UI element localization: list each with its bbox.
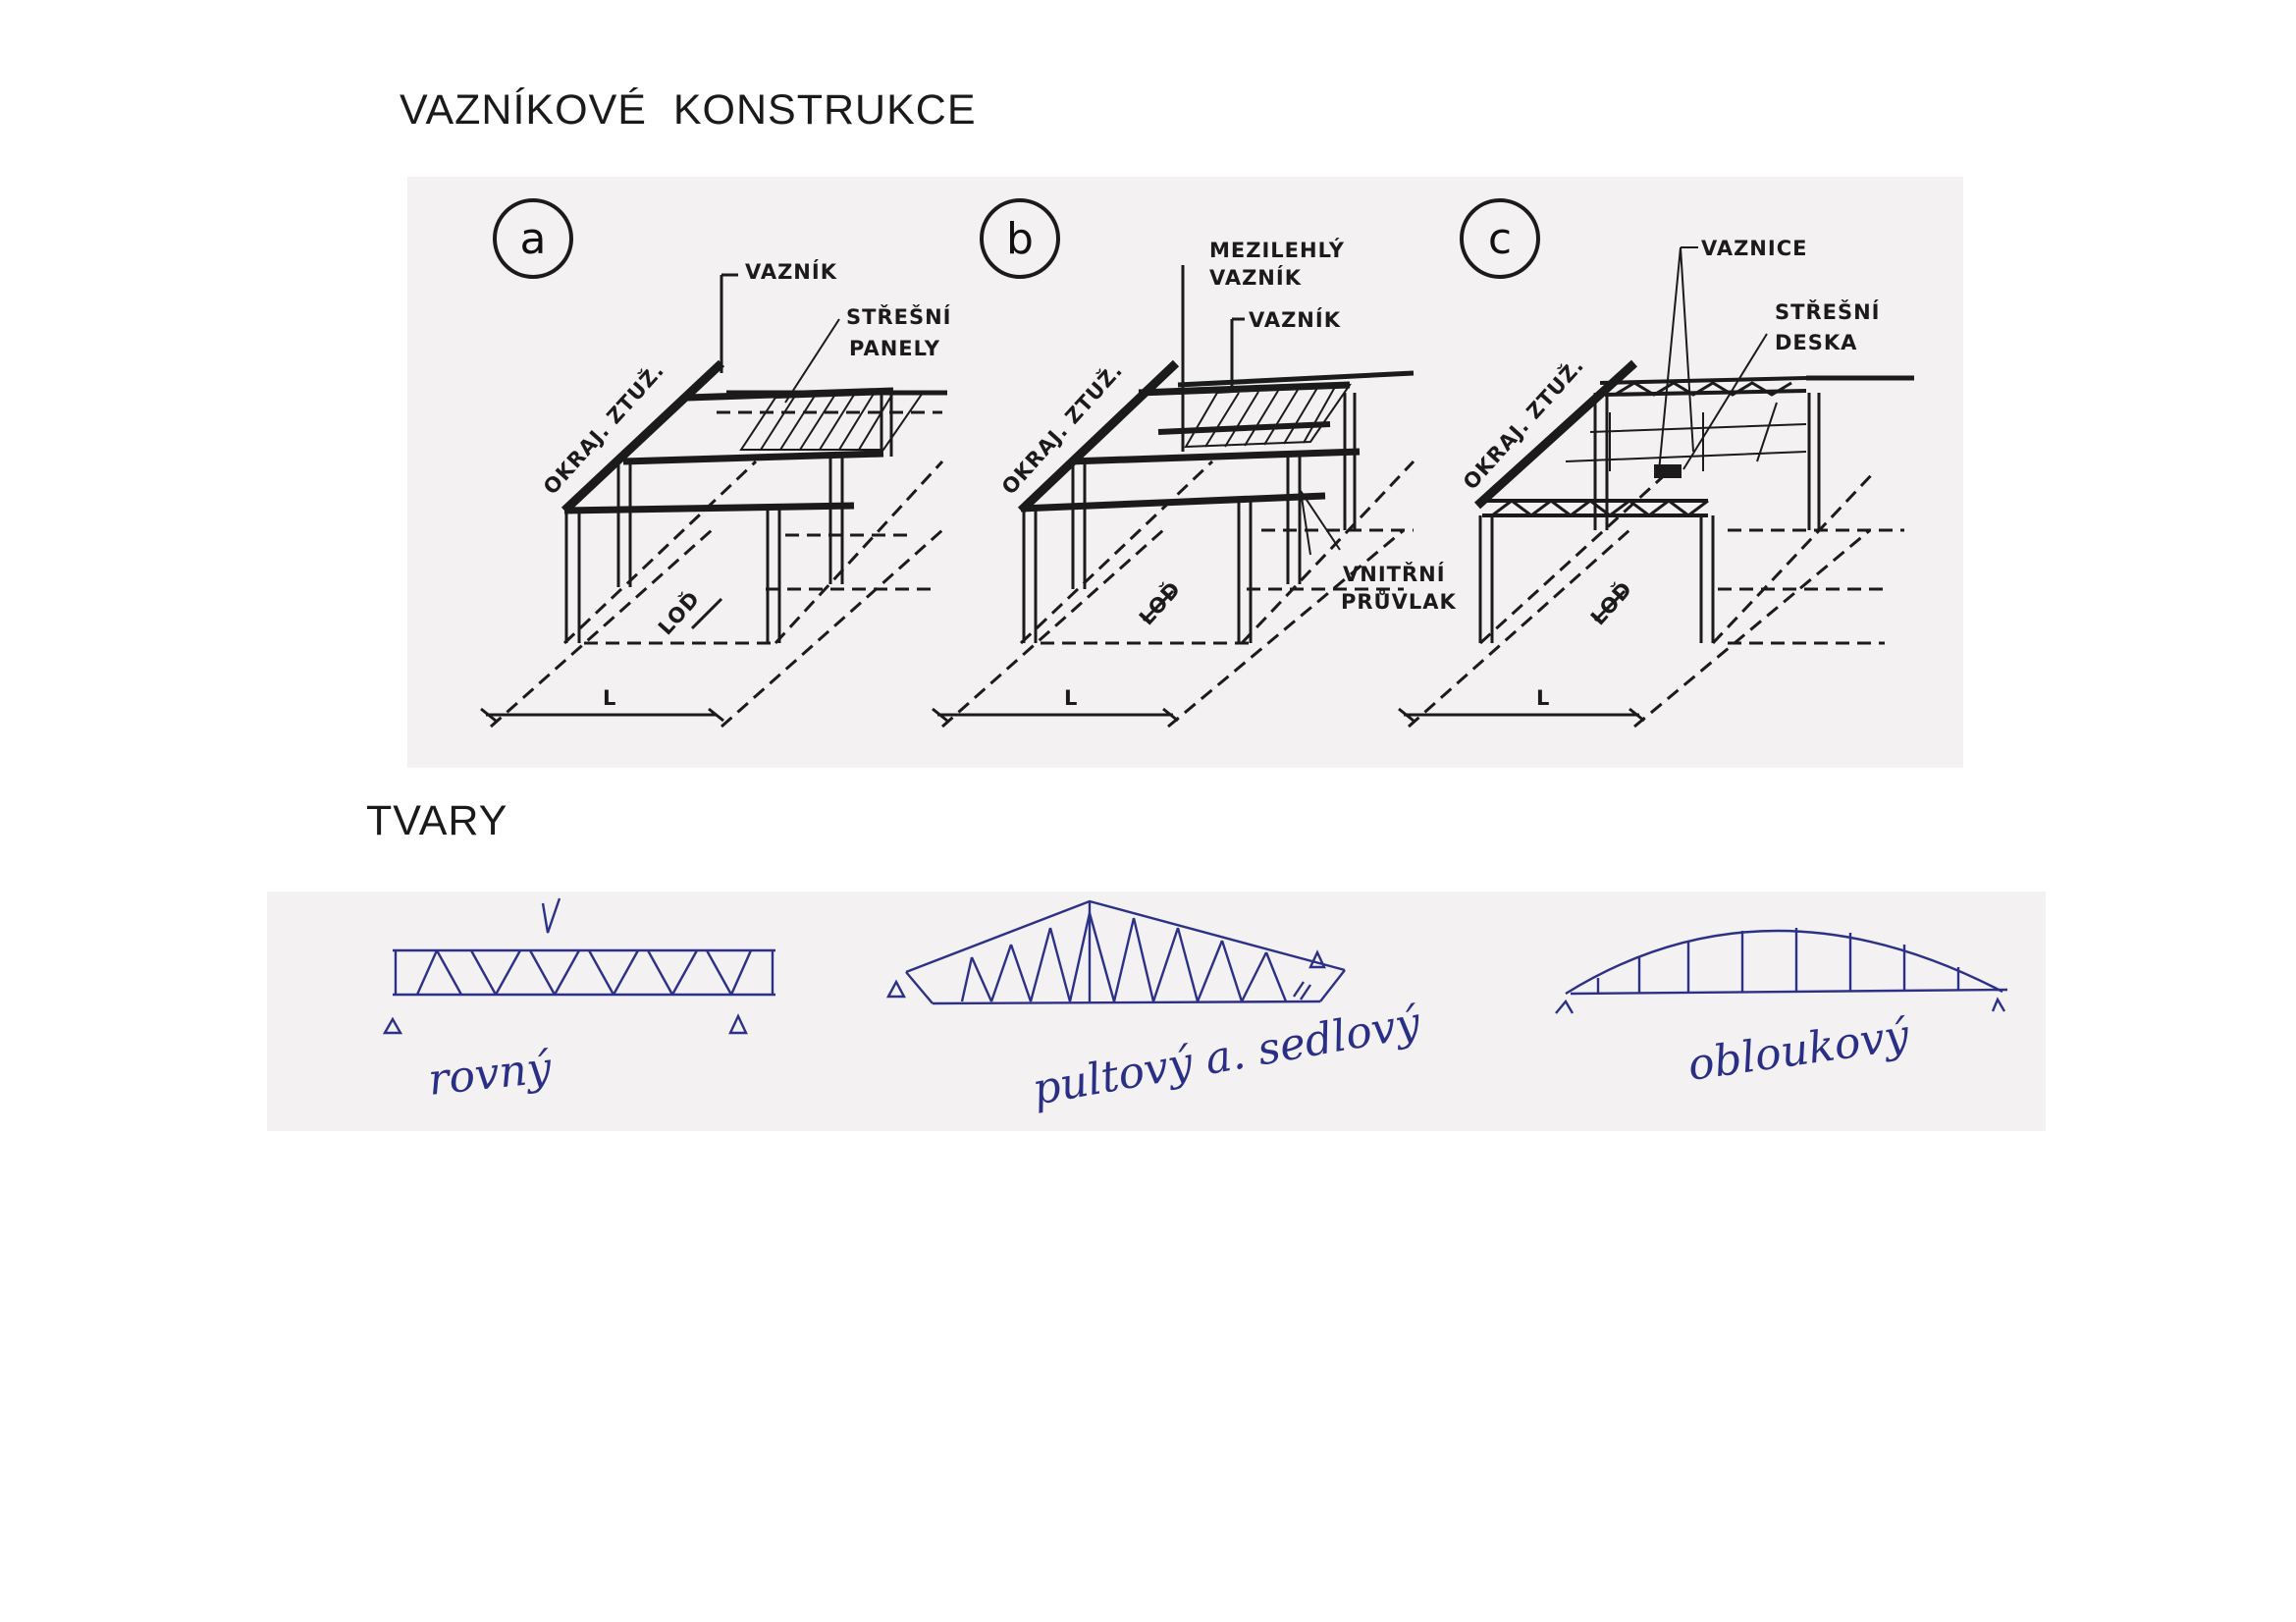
sketch-flat-truss: rovný (382, 897, 775, 1106)
label-vaznik-b1: VAZNÍK (1209, 265, 1302, 290)
structure-a (480, 273, 947, 729)
structure-b (932, 265, 1415, 729)
label-mezilehly-b: MEZILEHLÝ (1209, 238, 1345, 262)
marker-circle-a (493, 198, 573, 279)
label-panely-a: PANELY (849, 337, 940, 360)
label-pruvlak-b: PRŮVLAK (1341, 589, 1457, 614)
label-span-c: L (1536, 686, 1550, 710)
structure-c (1398, 246, 1914, 729)
label-deska-c: DESKA (1775, 331, 1857, 354)
label-span-a: L (603, 686, 616, 710)
page-title: VAZNÍKOVÉ KONSTRUKCE (400, 86, 977, 134)
section-title-shapes: TVARY (366, 797, 508, 844)
marker-b: b (1006, 214, 1034, 264)
label-vaznik-b2: VAZNÍK (1249, 307, 1341, 332)
label-vnitrni-b: VNITŘNÍ (1343, 562, 1446, 586)
label-vaznice-c: VAZNICE (1701, 237, 1807, 260)
scan-plate-bottom (267, 892, 2046, 1131)
label-vaznik-a: VAZNÍK (745, 259, 837, 284)
label-stresni-a: STŘEŠNÍ (846, 304, 951, 329)
scan-plate-top (407, 177, 1963, 768)
marker-c: c (1488, 214, 1512, 264)
marker-circle-c (1460, 198, 1540, 279)
label-stresni-c: STŘEŠNÍ (1775, 299, 1880, 324)
marker-circle-b (980, 198, 1060, 279)
marker-a: a (520, 214, 547, 264)
label-span-b: L (1064, 686, 1078, 710)
